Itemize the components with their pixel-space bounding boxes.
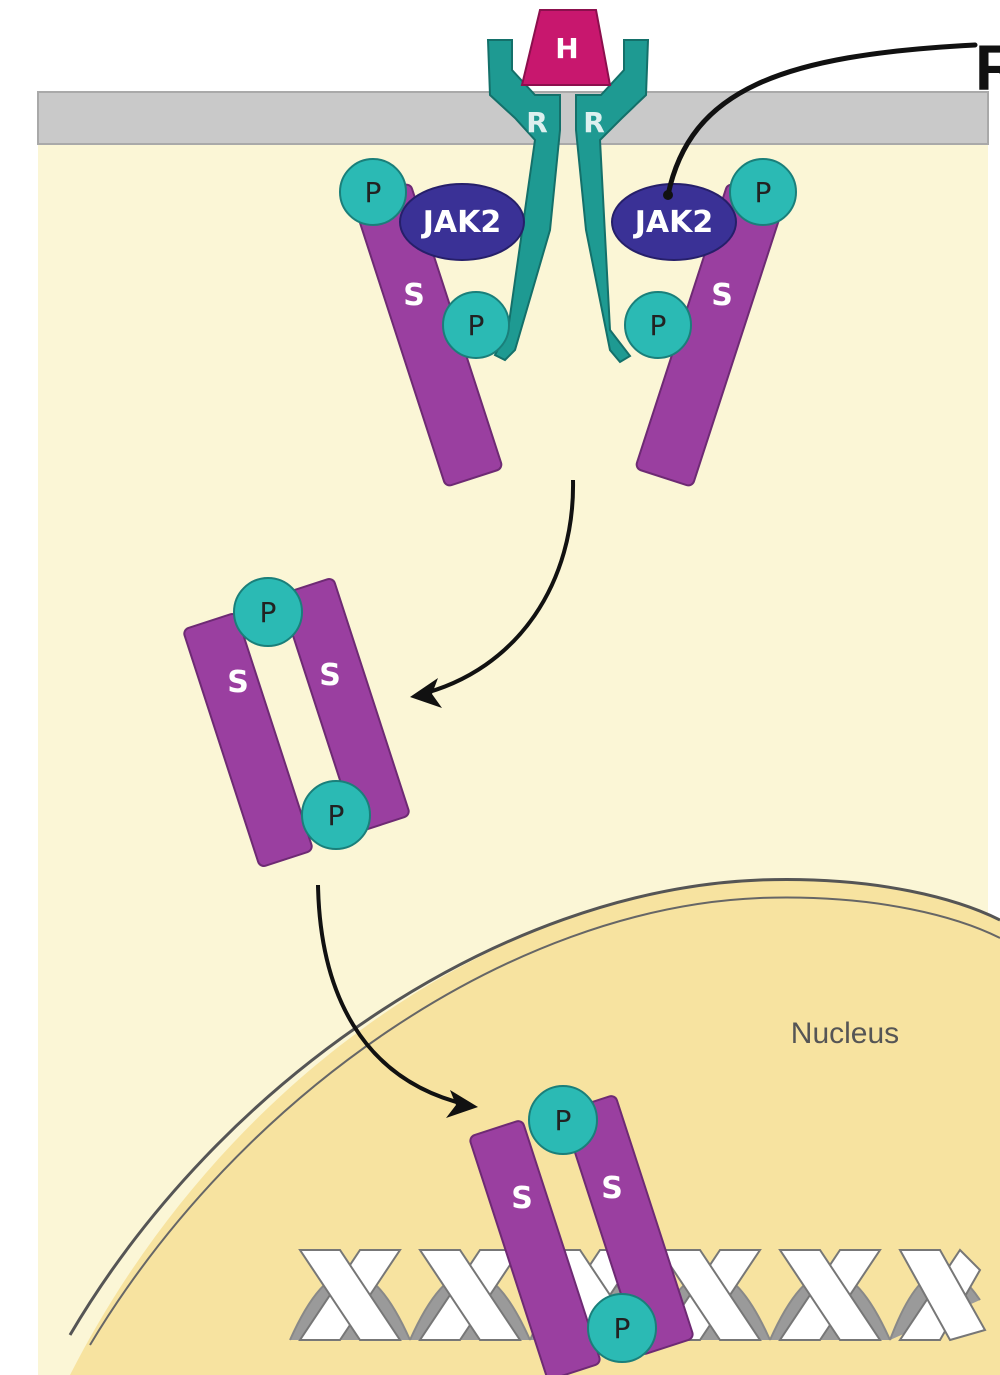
phosphate: P: [233, 577, 303, 647]
stat-dimer-nucleus: S S P P: [469, 1085, 694, 1375]
stat-label: S: [601, 1171, 623, 1206]
receptor-label: R: [583, 106, 605, 139]
phosphate: P: [587, 1293, 657, 1363]
arrow-to-stat-dimer: [410, 479, 576, 708]
jak2-right: JAK2: [611, 183, 737, 261]
stat-label: S: [227, 665, 249, 700]
stat-label: S: [711, 278, 733, 313]
svg-text:P: P: [468, 309, 485, 342]
jak2-label: JAK2: [421, 205, 502, 240]
phosphate: P: [301, 780, 371, 850]
annotation-arrow: R: [663, 32, 1000, 200]
receptor-label: R: [526, 106, 548, 139]
svg-text:P: P: [614, 1312, 631, 1345]
svg-text:P: P: [755, 176, 772, 209]
phosphate: P: [624, 291, 692, 359]
arrow-to-nucleus: [316, 884, 478, 1118]
hormone: H: [520, 9, 612, 86]
phosphate: P: [729, 158, 797, 226]
phosphate: P: [442, 291, 510, 359]
stat-label: S: [403, 278, 425, 313]
stat-dimer-cytoplasm: S S P P: [183, 577, 410, 867]
svg-text:P: P: [555, 1104, 572, 1137]
receptor-left: R: [486, 39, 561, 362]
svg-text:P: P: [365, 176, 382, 209]
phosphate: P: [528, 1085, 598, 1155]
hormone-label: H: [555, 32, 578, 65]
phosphate: P: [339, 158, 407, 226]
receptor-right: R: [575, 39, 650, 364]
svg-text:P: P: [260, 596, 277, 629]
stat-label: S: [319, 658, 341, 693]
svg-text:P: P: [328, 799, 345, 832]
jak2-left: JAK2: [399, 183, 525, 261]
nucleus-label: Nucleus: [791, 1017, 899, 1050]
cut-off-annotation-label: R: [975, 32, 1000, 104]
stat-label: S: [511, 1181, 533, 1216]
svg-text:P: P: [650, 309, 667, 342]
jak2-label: JAK2: [633, 205, 714, 240]
